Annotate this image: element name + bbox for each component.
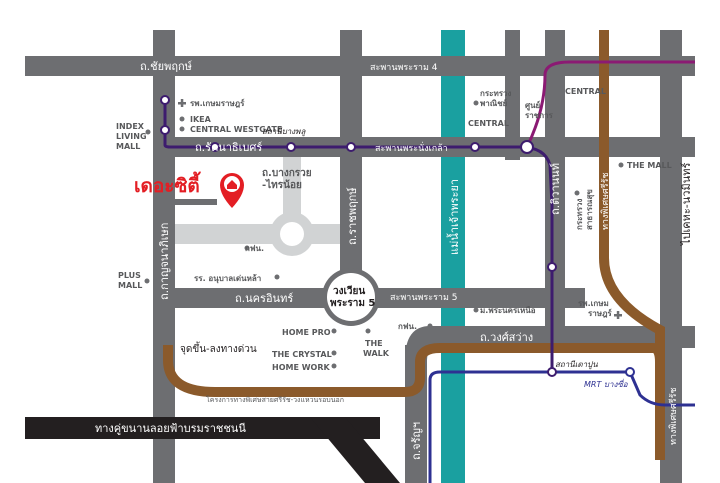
label-parallel-road: ทางคู่ขนานลอยฟ้าบรมราชชนนี bbox=[95, 422, 246, 435]
road-bang-kruai-sai-noi bbox=[175, 157, 340, 256]
label-plus-mall-1: PLUS bbox=[118, 271, 141, 280]
label-river: แม่น้ำเจ้าพระยา bbox=[446, 179, 461, 255]
label-kasem-hospital2-1: รพ.เกษม bbox=[578, 299, 609, 308]
roundabout-line2: พระราม 5 bbox=[330, 298, 375, 309]
label-phahon: ไปเคหะ-นวมินทร์ bbox=[680, 163, 693, 246]
label-ikea: IKEA bbox=[190, 115, 212, 124]
expressway-brown-line bbox=[163, 30, 665, 460]
label-index-living-1: INDEX bbox=[116, 122, 145, 131]
label-central-westgate: CENTRAL WESTGATE bbox=[190, 125, 282, 134]
label-ministry-health-2: สาธารณสุข bbox=[585, 189, 595, 230]
project-location-pin[interactable] bbox=[175, 173, 244, 208]
road-curve-charan bbox=[405, 326, 440, 360]
station-label-bang-phlu: สถานีบางพลู bbox=[262, 127, 306, 137]
label-gafm-1: กฟน. bbox=[245, 244, 264, 253]
label-nangklao: สะพานพระนั่งเกล้า bbox=[375, 141, 448, 154]
mrt-magenta-line bbox=[525, 60, 695, 148]
label-kanchanaphisek: ถ.กาญจนาภิเษก bbox=[158, 223, 171, 300]
label-phra-ram-5: สะพานพระราม 5 bbox=[390, 293, 457, 303]
label-the-walk-1: THE bbox=[365, 339, 383, 348]
label-chaiyaphruek: ถ.ชัยพฤกษ์ bbox=[140, 60, 192, 73]
label-kasem-hospital2-2: ราษฎร์ bbox=[588, 308, 612, 318]
label-index-living-3: MALL bbox=[116, 142, 140, 151]
roundabout-phra-ram-5-inner bbox=[327, 273, 375, 321]
label-the-walk-2: WALK bbox=[363, 349, 390, 358]
label-wong-sawang: ถ.วงศ์สว่าง bbox=[480, 331, 533, 344]
label-ministry-commerce-1: กระทรวง bbox=[480, 89, 512, 98]
label-gafm-2: กฟน. bbox=[398, 322, 417, 331]
label-plus-mall-2: MALL bbox=[118, 281, 142, 290]
label-ministry-health: กระทรวง bbox=[575, 199, 584, 231]
label-expressway-entry: จุดขึ้น-ลงทางด่วน bbox=[180, 341, 257, 355]
label-central-1: CENTRAL bbox=[468, 119, 509, 128]
label-index-living-2: LIVING bbox=[116, 132, 147, 141]
hospital-icon bbox=[178, 99, 622, 319]
label-ministry-commerce-2: พาณิชย์ bbox=[480, 98, 508, 108]
label-shopping-1: ศูนย์ bbox=[525, 100, 541, 111]
label-shopping-2: ราชการ bbox=[525, 111, 554, 120]
project-name: เดอะซิตี้ bbox=[134, 171, 202, 197]
roundabout-line1: วงเวียน bbox=[333, 285, 365, 297]
road-ratchaphruek bbox=[340, 30, 362, 300]
label-nakhon-in: ถ.นครอินทร์ bbox=[235, 292, 293, 305]
road-wong-sawang bbox=[430, 326, 695, 348]
label-the-mall: THE MALL bbox=[627, 161, 672, 170]
road-vertical-central bbox=[505, 30, 520, 160]
expressway-parallel-road bbox=[25, 417, 400, 483]
station-label-mrt-bang-sue: MRT บางซื่อ bbox=[584, 378, 629, 389]
label-pibul-top: ทางพิเศษศรีรัช bbox=[600, 172, 611, 230]
bridge-wong-sawang bbox=[441, 326, 465, 348]
label-home-pro: HOME PRO bbox=[282, 328, 331, 337]
roundabout-small bbox=[280, 222, 304, 246]
label-phra-ram-4: สะพานพระราม 4 bbox=[370, 63, 438, 73]
label-pibul-right: ทางพิเศษศรีรัช bbox=[668, 387, 679, 445]
station-label-tao-poon: สถานีเตาปูน bbox=[555, 360, 598, 370]
label-home-work: HOME WORK bbox=[272, 363, 330, 372]
road-tiwanon bbox=[545, 30, 565, 330]
label-central-2: CENTRAL bbox=[565, 87, 606, 96]
label-expressway-project: โครงการทางพิเศษสายศรีรัช-วงแหวนรอบนอก bbox=[206, 395, 344, 404]
label-bang-kruai-2: -ไทรน้อย bbox=[262, 178, 302, 191]
label-charan: ถ.จรัญฯ bbox=[410, 422, 423, 460]
label-school: รร. อนุบาลเด่นหล้า bbox=[194, 273, 261, 284]
station-markers bbox=[160, 95, 635, 377]
road-right-vertical bbox=[660, 30, 682, 483]
label-the-crystal: THE CRYSTAL bbox=[272, 350, 332, 359]
label-kasemrad: รพ.เกษมราษฎร์ bbox=[190, 98, 245, 108]
chao-phraya-river bbox=[441, 30, 465, 483]
landmark-dots bbox=[144, 100, 624, 369]
bridge-phra-ram-5 bbox=[441, 288, 465, 308]
bridge-phra-ram-4 bbox=[441, 56, 465, 76]
label-tiwanon: ถ.ติวานนท์ bbox=[549, 163, 562, 215]
label-mahidol: ม.พระนครเหนือ bbox=[480, 305, 536, 315]
road-network bbox=[25, 30, 695, 483]
label-ratchaphruek: ถ.ราชพฤกษ์ bbox=[346, 187, 359, 245]
label-bang-kruai-1: ถ.บางกรวย bbox=[262, 168, 312, 179]
label-rattanathibet: ถ.รัตนาธิเบศร์ bbox=[195, 141, 262, 154]
